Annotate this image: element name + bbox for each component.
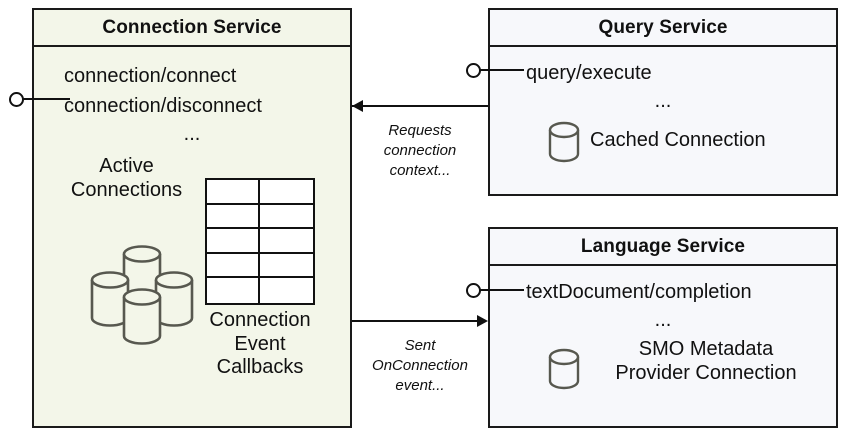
connector-label-line-2: connection — [383, 141, 457, 159]
connection-service-component[interactable]: Connection Service connection/connect co… — [32, 8, 352, 428]
active-connections-line-1: Active — [99, 155, 154, 177]
cylinder-cluster-icon — [90, 245, 194, 345]
connection-service-title: Connection Service — [102, 16, 282, 38]
lollipop-stem-icon — [22, 98, 70, 100]
interface-query-execute: query/execute — [526, 62, 652, 84]
connector-label-line-3: event... — [395, 376, 445, 394]
connector-label-connection-to-language: Sent OnConnection event... — [356, 336, 484, 395]
smo-label-line-2: Provider Connection — [615, 361, 797, 384]
grid-cell — [260, 205, 313, 230]
connection-event-callbacks-caption: Connection Event Callbacks — [185, 309, 335, 380]
active-connections-caption: Active Connections — [44, 155, 209, 202]
connection-service-body: connection/connect connection/disconnect… — [34, 47, 350, 426]
grid-cell — [260, 278, 313, 303]
language-service-header: Language Service — [490, 229, 836, 266]
connection-event-callbacks-table-icon — [205, 178, 315, 305]
grid-cell — [260, 180, 313, 205]
smo-metadata-provider-label: SMO Metadata Provider Connection — [586, 338, 826, 385]
arrow-head-left-icon — [352, 100, 363, 112]
connection-service-ellipsis: ... — [183, 123, 201, 145]
grid-cell — [207, 253, 260, 279]
connector-label-query-to-connection: Requests connection context... — [356, 121, 484, 180]
query-service-body: query/execute ... Cached Connection — [490, 47, 836, 194]
connector-line — [352, 105, 488, 107]
lollipop-stem-icon — [479, 289, 524, 291]
active-connections-line-2: Connections — [70, 178, 183, 201]
language-service-ellipsis: ... — [654, 309, 672, 331]
callbacks-caption-line-3: Callbacks — [216, 356, 304, 379]
interface-textdocument-completion: textDocument/completion — [526, 281, 752, 303]
connection-service-provided-interface-icon[interactable] — [9, 92, 70, 107]
connector-label-line-1: Sent — [404, 337, 436, 354]
grid-cell — [207, 278, 260, 303]
query-service-ellipsis: ... — [654, 90, 672, 112]
cached-connection-label: Cached Connection — [590, 129, 766, 151]
query-service-provided-interface-icon[interactable] — [466, 63, 524, 78]
grid-cell — [260, 229, 313, 254]
language-service-provided-interface-icon[interactable] — [466, 283, 524, 298]
callbacks-caption-line-1: Connection — [209, 309, 311, 331]
connector-line — [352, 320, 478, 322]
cached-connection-cylinder-icon — [548, 121, 580, 163]
grid-cell — [207, 180, 260, 205]
connector-label-line-1: Requests — [388, 122, 452, 139]
language-service-component[interactable]: Language Service textDocument/completion… — [488, 227, 838, 428]
interface-connection-connect: connection/connect — [64, 65, 237, 87]
lollipop-stem-icon — [479, 69, 524, 71]
grid-cell — [260, 254, 313, 279]
smo-metadata-provider-cylinder-icon — [548, 348, 580, 390]
arrow-head-right-icon — [477, 315, 488, 327]
query-service-header: Query Service — [490, 10, 836, 47]
connector-label-line-3: context... — [389, 161, 451, 179]
smo-label-line-1: SMO Metadata — [638, 338, 774, 360]
connection-service-header: Connection Service — [34, 10, 350, 47]
grid-cell — [207, 204, 260, 230]
language-service-title: Language Service — [580, 235, 746, 257]
interface-connection-disconnect: connection/disconnect — [64, 95, 262, 117]
callbacks-caption-line-2: Event — [234, 332, 286, 355]
language-service-body: textDocument/completion ... SMO Metadata… — [490, 266, 836, 426]
grid-cell — [207, 229, 260, 254]
connector-label-line-2: OnConnection — [372, 356, 468, 374]
query-service-title: Query Service — [598, 16, 728, 38]
query-service-component[interactable]: Query Service query/execute ... Cached C… — [488, 8, 838, 196]
